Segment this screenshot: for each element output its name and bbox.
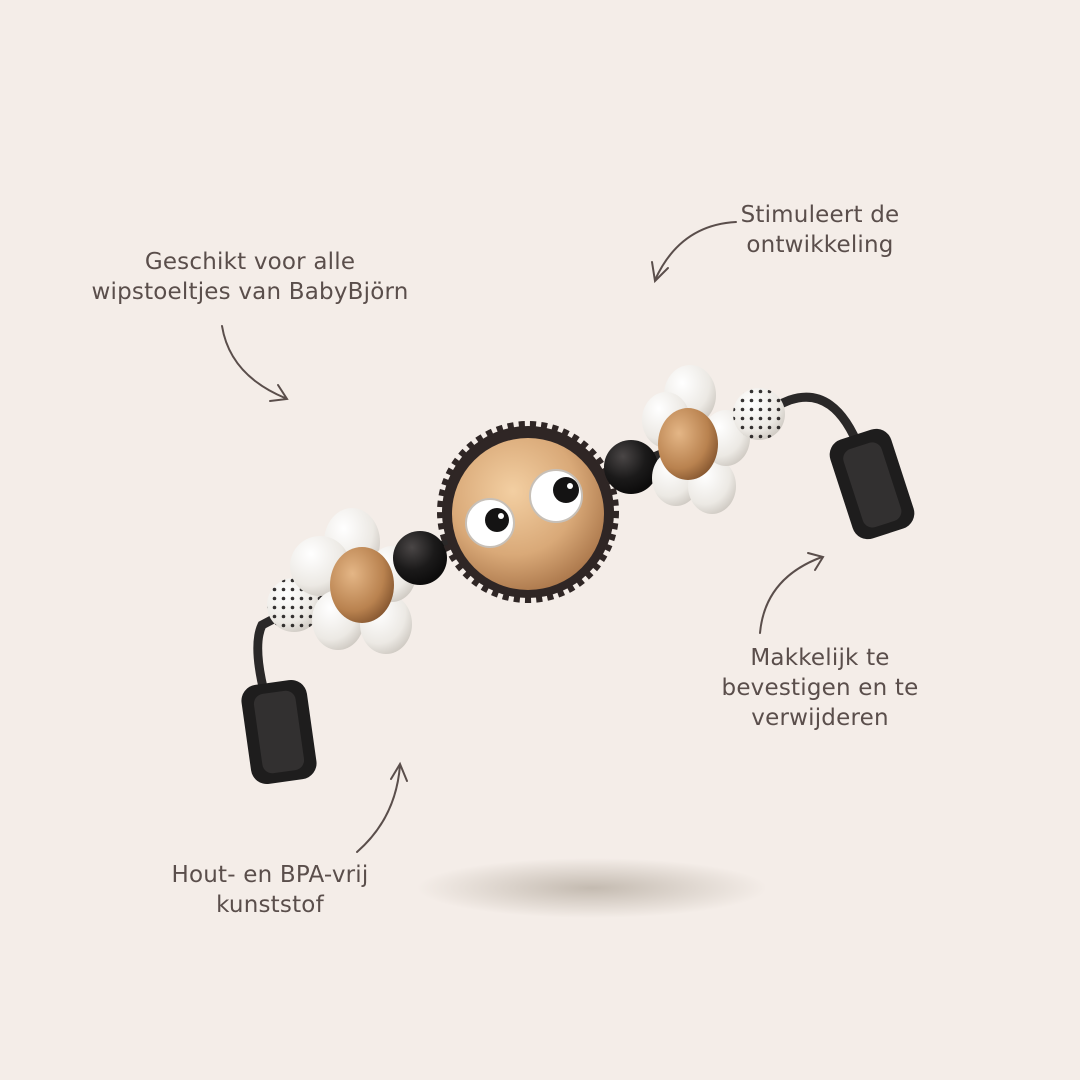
face-disc (437, 421, 619, 603)
flower-left (290, 508, 416, 654)
annotation-line: Makkelijk te (750, 645, 890, 671)
annotation-line: Stimuleert de (740, 202, 900, 228)
curved-arrow-icon (651, 221, 737, 284)
annotation-line: Geschikt voor alle (144, 249, 356, 275)
floor-shadow (417, 858, 767, 918)
curved-arrow-icon (356, 761, 408, 853)
black-bead-right (604, 440, 658, 494)
annotation-line: kunststof (216, 892, 324, 918)
annotation-line: bevestigen en te (721, 675, 919, 701)
annotation-compatible: Geschikt voor alle wipstoeltjes van Baby… (90, 247, 410, 307)
right-clip (829, 428, 915, 540)
annotation-material: Hout- en BPA-vrij kunststof (140, 860, 400, 920)
curved-arrow-icon (221, 325, 289, 402)
annotation-line: verwijderen (751, 705, 889, 731)
annotation-line: wipstoeltjes van BabyBjörn (91, 279, 409, 305)
eye-right-icon (529, 469, 583, 523)
annotation-attach: Makkelijk te bevestigen en te verwijdere… (700, 643, 940, 733)
annotation-line: ontwikkeling (746, 232, 894, 258)
black-bead-left (393, 531, 447, 585)
eye-left-icon (465, 498, 515, 548)
annotation-line: Hout- en BPA-vrij (171, 862, 369, 888)
left-clip (241, 679, 317, 785)
curved-arrow-icon (759, 552, 825, 634)
flower-right (642, 365, 750, 514)
annotation-development: Stimuleert de ontwikkeling (720, 200, 920, 260)
